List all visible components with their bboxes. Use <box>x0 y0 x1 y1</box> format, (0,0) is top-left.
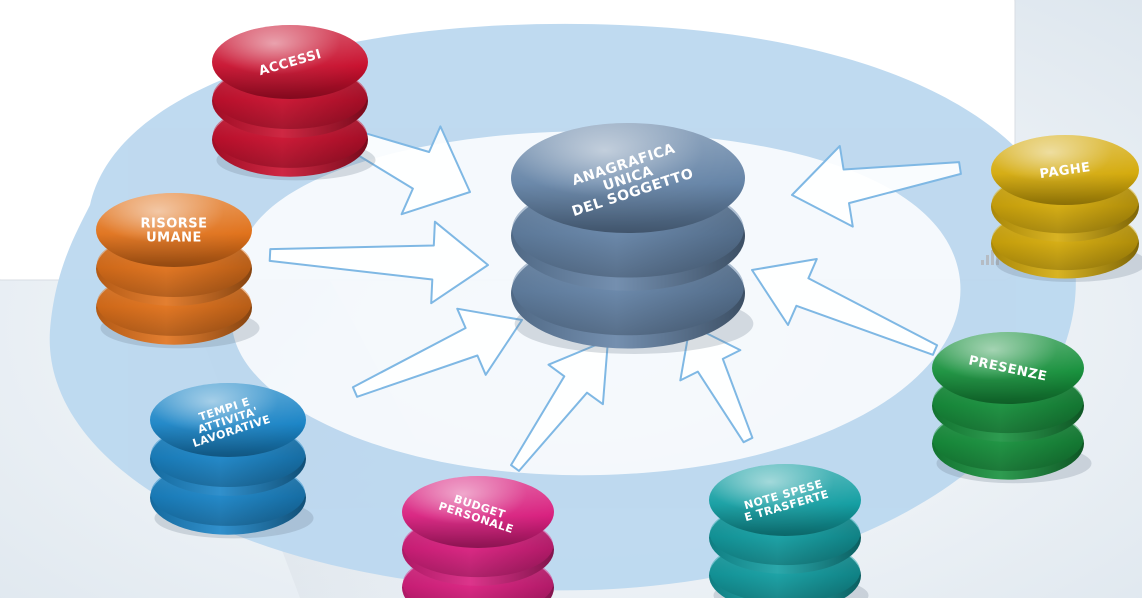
disc-risorse-umane-highlight <box>96 193 252 267</box>
disc-paghe[interactable]: PAGHE <box>991 135 1142 282</box>
disc-risorse-umane-label-line: UMANE <box>146 230 202 245</box>
disc-budget-personale-highlight <box>402 476 554 548</box>
arrow-from-tempi-attivita <box>351 307 523 398</box>
arrow-from-presenze <box>751 258 939 356</box>
disc-anagrafica-unica[interactable]: ANAGRAFICAUNICADEL SOGGETTO <box>511 123 754 354</box>
disc-accessi-highlight <box>212 25 368 99</box>
disc-anagrafica-unica-highlight <box>511 123 745 233</box>
disc-note-spese-highlight <box>709 464 861 536</box>
disc-risorse-umane-label-line: RISORSE <box>140 217 207 232</box>
disc-presenze[interactable]: PRESENZE <box>932 332 1092 484</box>
arrow-from-paghe <box>791 145 962 228</box>
disc-tempi-attivita[interactable]: TEMPI EATTIVITA'LAVORATIVE <box>150 383 314 539</box>
disc-tempi-attivita-highlight <box>150 383 306 457</box>
disc-paghe-label: PAGHE <box>1039 160 1092 182</box>
arrow-from-risorse-umane <box>268 220 489 305</box>
arrow-from-budget-personale <box>510 339 609 472</box>
disc-paghe-highlight <box>991 135 1139 205</box>
disc-presenze-highlight <box>932 332 1084 404</box>
disc-budget-personale[interactable]: BUDGETPERSONALE <box>402 476 562 598</box>
disc-accessi[interactable]: ACCESSI <box>212 25 376 181</box>
disc-paghe-label-line: PAGHE <box>1039 160 1092 182</box>
disc-note-spese[interactable]: NOTE SPESEE TRASFERTE <box>709 464 869 598</box>
arrows <box>268 122 962 472</box>
arrow-from-note-spese <box>679 324 754 444</box>
